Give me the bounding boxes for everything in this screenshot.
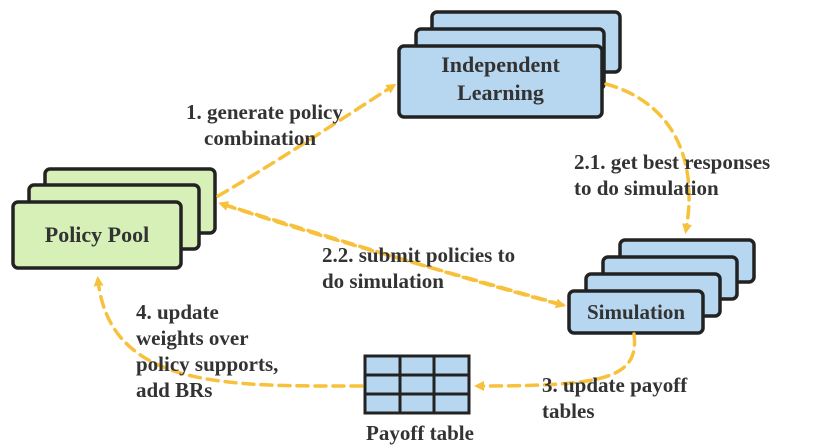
step4-label-line2: weights over <box>136 326 249 350</box>
step1-label-line1: 1. generate policy <box>186 100 343 124</box>
step4-label-line1: 4. update <box>136 300 219 324</box>
arrow-generate-policy <box>216 83 397 198</box>
step2-1-label-line1: 2.1. get best responses <box>574 150 771 174</box>
step2-1-label: 2.1. get best responses to do simulation <box>574 149 770 201</box>
policy-pool-stack <box>11 167 217 270</box>
step3-label-line2: tables <box>542 399 595 423</box>
arrow-submit-policies-back <box>220 202 566 309</box>
step3-label-line1: 3. update payoff <box>542 373 688 397</box>
independent-learning-label-line2: Learning <box>457 80 544 105</box>
step4-label-line4: add BRs <box>136 378 213 402</box>
step2-1-label-line2: to do simulation <box>574 176 719 200</box>
independent-learning-stack <box>397 10 622 119</box>
simulation-stack <box>567 238 756 335</box>
independent-learning-label-line1: Independent <box>441 52 560 77</box>
payoff-table-grid <box>363 354 471 415</box>
payoff-table-label: Payoff table <box>366 421 474 445</box>
arrow-update-weights <box>93 276 364 388</box>
payoff-table-icon <box>363 354 471 415</box>
independent-learning-box <box>397 44 604 119</box>
step2-2-label-line1: 2.2. submit policies to <box>322 243 516 267</box>
arrow-update-payoff <box>474 332 637 391</box>
step2-2-label: 2.2. submit policies to do simulation <box>322 242 515 294</box>
step3-label: 3. update payoff tables <box>542 372 687 424</box>
arrow-best-responses <box>604 82 692 234</box>
policy-pool-label: Policy Pool <box>44 222 150 247</box>
step4-label: 4. update weights over policy supports, … <box>136 299 278 403</box>
step1-label-line2: combination <box>204 126 317 150</box>
policy-pool-box <box>11 200 183 270</box>
step4-label-line3: policy supports, <box>136 352 279 376</box>
step2-2-label-line2: do simulation <box>322 269 444 293</box>
independent-learning-label: Independent Learning <box>399 51 602 107</box>
simulation-label: Simulation <box>586 300 686 324</box>
step1-label: 1. generate policy combination <box>186 99 343 151</box>
simulation-box <box>567 289 705 335</box>
